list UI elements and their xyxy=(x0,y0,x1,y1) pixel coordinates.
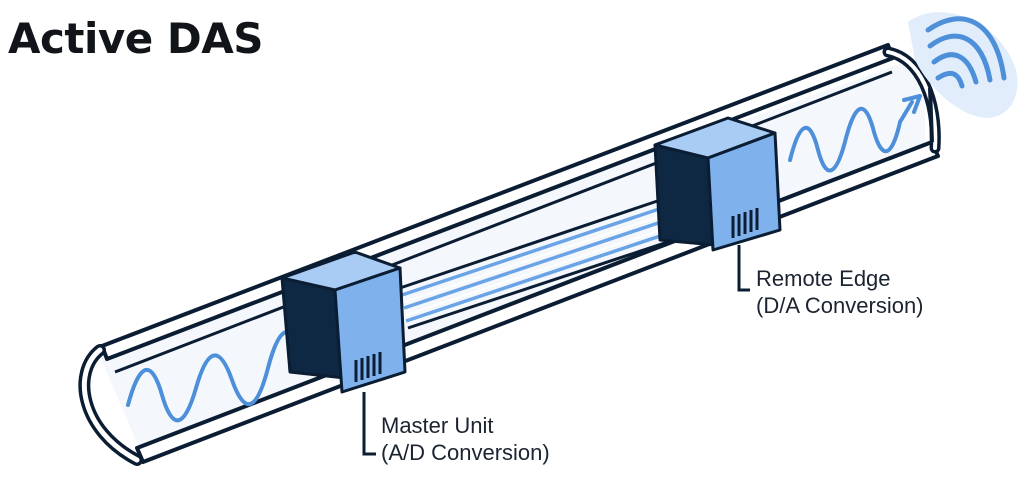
remote-edge-label-line1: Remote Edge xyxy=(756,266,891,291)
pipe-left-opening-inner xyxy=(81,347,140,463)
master-unit-label-line1: Master Unit xyxy=(381,413,494,438)
remote-leader-line xyxy=(737,245,750,292)
output-signal-wave xyxy=(788,100,914,173)
vent-grille-icon xyxy=(731,208,759,238)
remote-edge-label: Remote Edge (D/A Conversion) xyxy=(756,265,924,319)
remote-edge-label-line2: (D/A Conversion) xyxy=(756,293,924,318)
pipe-interior xyxy=(98,55,925,450)
pipe-inner-line xyxy=(114,70,893,374)
signal-arrow-icon xyxy=(902,94,922,114)
remote-edge-unit xyxy=(653,116,782,252)
master-unit xyxy=(280,250,407,394)
pipe-right-opening-inner xyxy=(886,50,938,150)
remote-unit-front xyxy=(706,131,782,252)
master-leader-line xyxy=(362,392,376,456)
diagram-title: Active DAS xyxy=(8,14,263,63)
master-unit-label: Master Unit (A/D Conversion) xyxy=(381,412,550,466)
master-unit-label-line2: (A/D Conversion) xyxy=(381,440,550,465)
pipe-right-lip xyxy=(928,87,934,143)
master-unit-front xyxy=(333,266,407,394)
vent-grille-icon xyxy=(354,352,382,382)
wifi-broadcast-icon xyxy=(908,12,1018,118)
